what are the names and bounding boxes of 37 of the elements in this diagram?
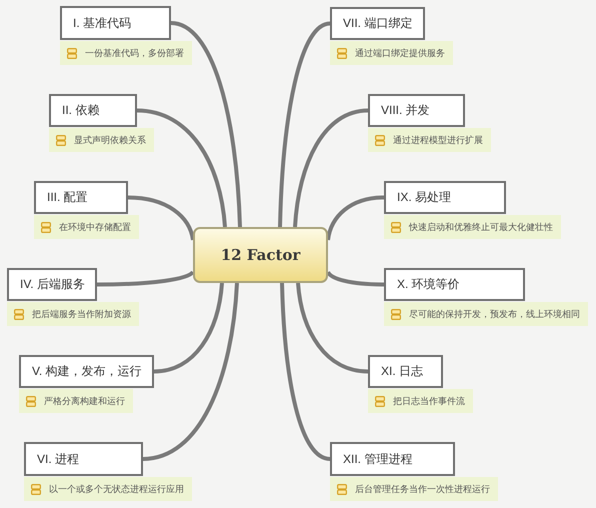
topic-box: IV. 后端服务 [7, 268, 97, 301]
note-text: 尽可能的保持开发，预发布，线上环境相同 [409, 308, 580, 320]
note-text: 严格分离构建和运行 [44, 394, 125, 408]
topic-box: XI. 日志 [368, 355, 443, 388]
branch-line [296, 282, 368, 374]
branch-line [293, 108, 368, 228]
branch-line [326, 270, 384, 286]
topic-box: II. 依赖 [49, 94, 137, 127]
topic-box: III. 配置 [34, 181, 128, 214]
branch-line [170, 21, 242, 228]
note-text: 快速启动和优雅终止可最大化健壮性 [409, 220, 553, 234]
note-text: 通过进程模型进行扩展 [393, 134, 483, 146]
topic-box: VII. 端口绑定 [330, 7, 425, 40]
note-text: 一份基准代码，多份部署 [85, 46, 184, 60]
branch-line [278, 22, 330, 228]
topic-box: IX. 易处理 [384, 181, 506, 214]
branch-line [96, 270, 194, 286]
topic-box: X. 环境等价 [384, 268, 525, 301]
note-text: 把日志当作事件流 [393, 394, 465, 408]
note-text: 在环境中存储配置 [59, 220, 131, 234]
note-text: 以一个或多个无状态进程运行应用 [49, 482, 184, 496]
branch-line [280, 282, 330, 461]
branch-line [128, 196, 195, 240]
note-text: 后台管理任务当作一次性进程运行 [355, 482, 490, 496]
note-text: 通过端口绑定提供服务 [355, 46, 445, 60]
topic-box: VI. 进程 [24, 442, 143, 476]
note-text: 显式声明依赖关系 [74, 134, 146, 146]
branch-line [142, 282, 239, 461]
branch-line [154, 282, 224, 374]
note-text: 把后端服务当作附加资源 [32, 308, 131, 320]
topic-box: I. 基准代码 [60, 6, 171, 40]
central-topic-box: 12 Factor [193, 227, 328, 283]
branch-line [136, 108, 227, 228]
topic-box: V. 构建，发布，运行 [19, 355, 154, 388]
topic-box: XII. 管理进程 [330, 442, 455, 476]
topic-box: VIII. 并发 [368, 94, 465, 127]
branch-line [326, 196, 384, 240]
